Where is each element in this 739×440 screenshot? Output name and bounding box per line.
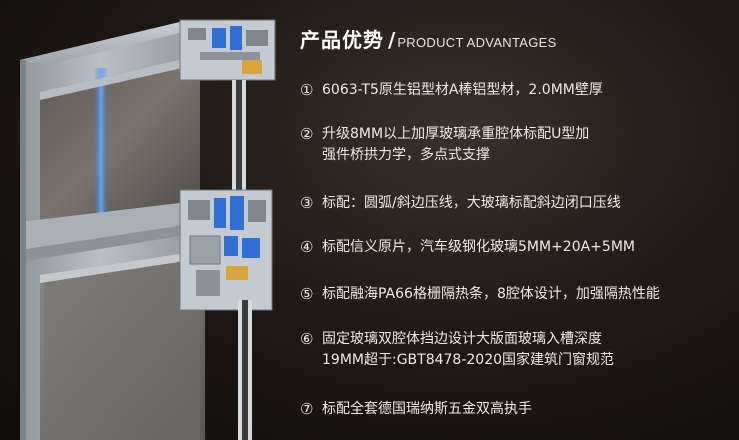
feature-text: 标配融海PA66格栅隔热条，8腔体设计，加强隔热性能: [322, 286, 660, 302]
feature-item-6: ⑥ 固定玻璃双腔体挡边设计大版面玻璃入槽深度 19MM超于:GBT8478-20…: [300, 329, 730, 371]
product-advantages-panel: 产品优势 / PRODUCT ADVANTAGES ① 6063-T5原生铝型材…: [300, 24, 730, 418]
feature-number: ②: [300, 125, 314, 143]
feature-text: 标配信义原片，汽车级钢化玻璃5MM+20A+5MM: [322, 239, 635, 255]
feature-number: ⑥: [300, 330, 314, 348]
feature-number: ⑤: [300, 285, 314, 303]
window-cross-section-image: [20, 19, 276, 440]
feature-text: 6063-T5原生铝型材A棒铝型材，2.0MM壁厚: [322, 82, 603, 98]
feature-text: 固定玻璃双腔体挡边设计大版面玻璃入槽深度 19MM超于:GBT8478-2020…: [322, 331, 615, 368]
feature-item-2: ② 升级8MM以上加厚玻璃承重腔体标配U型加 强件桥拱力学，多点式支撑: [300, 124, 730, 166]
feature-item-5: ⑤ 标配融海PA66格栅隔热条，8腔体设计，加强隔热性能: [300, 284, 730, 305]
heading-english: PRODUCT ADVANTAGES: [397, 35, 557, 50]
heading-separator: /: [388, 28, 396, 52]
feature-item-1: ① 6063-T5原生铝型材A棒铝型材，2.0MM壁厚: [300, 80, 730, 101]
feature-item-4: ④ 标配信义原片，汽车级钢化玻璃5MM+20A+5MM: [300, 237, 730, 258]
feature-text: 升级8MM以上加厚玻璃承重腔体标配U型加 强件桥拱力学，多点式支撑: [322, 126, 590, 163]
feature-item-7: ⑦ 标配全套德国瑞纳斯五金双高执手: [300, 399, 730, 420]
feature-text: 标配：圆弧/斜边压线，大玻璃标配斜边闭口压线: [322, 195, 621, 211]
heading-chinese: 产品优势: [300, 28, 384, 52]
feature-number: ④: [300, 238, 314, 256]
window-profile-illustration: [0, 0, 300, 440]
feature-text: 标配全套德国瑞纳斯五金双高执手: [322, 401, 532, 417]
section-heading: 产品优势 / PRODUCT ADVANTAGES: [300, 24, 730, 64]
feature-item-3: ③ 标配：圆弧/斜边压线，大玻璃标配斜边闭口压线: [300, 193, 730, 214]
feature-number: ③: [300, 194, 314, 212]
feature-number: ⑦: [300, 400, 314, 418]
feature-number: ①: [300, 81, 314, 99]
